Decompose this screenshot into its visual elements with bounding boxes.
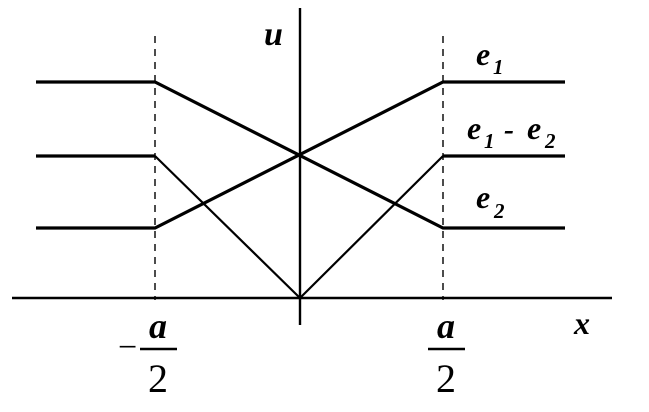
svg-text:1: 1 (493, 55, 504, 79)
e1-curve (36, 80, 565, 230)
svg-text:a: a (437, 306, 455, 346)
svg-text:e: e (476, 179, 490, 215)
u-axis-label: u (264, 16, 283, 53)
svg-text:e: e (467, 110, 481, 146)
svg-text:2: 2 (436, 356, 456, 401)
svg-text:2: 2 (493, 199, 505, 223)
tick-label-a-over-2: a 2 (428, 306, 465, 401)
label-e1-minus-e2: e 1 - e 2 (467, 110, 556, 153)
svg-text:-: - (504, 113, 514, 146)
tick-label-minus-a-over-2: − a 2 (118, 306, 177, 401)
x-axis-label: x (573, 305, 590, 341)
svg-text:a: a (149, 306, 167, 346)
svg-text:2: 2 (148, 356, 168, 401)
e1-minus-e2-v-curve (154, 155, 444, 300)
svg-text:1: 1 (484, 129, 495, 153)
svg-text:2: 2 (544, 129, 556, 153)
label-e2: e 2 (476, 179, 505, 223)
svg-text:e: e (476, 36, 490, 72)
svg-text:e: e (527, 110, 541, 146)
svg-text:−: − (118, 329, 137, 366)
label-e1: e 1 (476, 36, 504, 79)
